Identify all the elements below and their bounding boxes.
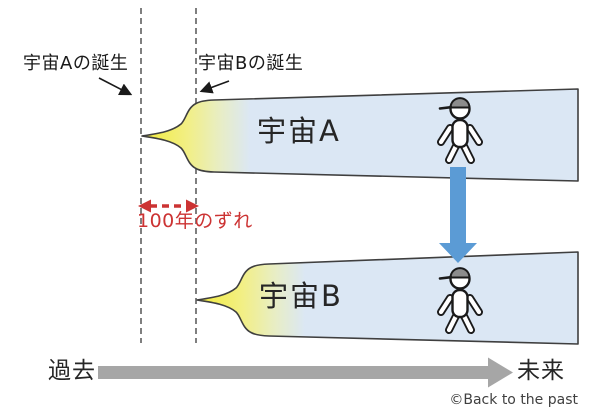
universe-b-birth-label: 宇宙Bの誕生 <box>198 53 304 74</box>
offset-100-years-label: 100年のずれ <box>137 210 253 232</box>
time-travel-down-arrow <box>439 167 477 263</box>
universe-a-shape <box>141 88 579 182</box>
universe-a-name: 宇宙A <box>257 114 341 148</box>
universe-b-shape <box>196 251 579 345</box>
past-label: 過去 <box>48 358 96 384</box>
birth-pointer-arrow-a <box>98 77 133 96</box>
timeline-arrow <box>98 357 513 388</box>
offset-double-arrow <box>138 199 199 213</box>
birth-pointer-arrow-b <box>199 80 230 94</box>
credit-text: ©Back to the past <box>449 392 578 408</box>
universe-b-name: 宇宙B <box>259 279 343 313</box>
future-label: 未来 <box>517 358 565 384</box>
universe-a-birth-label: 宇宙Aの誕生 <box>23 53 129 74</box>
traveler-b-person-with-cap-icon <box>437 267 483 334</box>
traveler-a-person-with-cap-icon <box>437 97 483 164</box>
